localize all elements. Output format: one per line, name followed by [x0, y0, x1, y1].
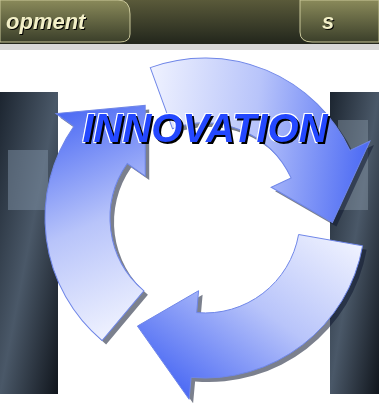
banner: [0, 0, 379, 44]
photo-detail: [8, 150, 48, 210]
banner-tab: [300, 0, 379, 42]
banner-text: opment: [6, 9, 85, 35]
cycle-title: INNOVATION: [82, 106, 327, 151]
banner-tab: [0, 0, 130, 42]
banner-text: s: [322, 9, 334, 35]
banner-shadow: [0, 44, 379, 50]
cycle-arrows: [0, 0, 379, 403]
